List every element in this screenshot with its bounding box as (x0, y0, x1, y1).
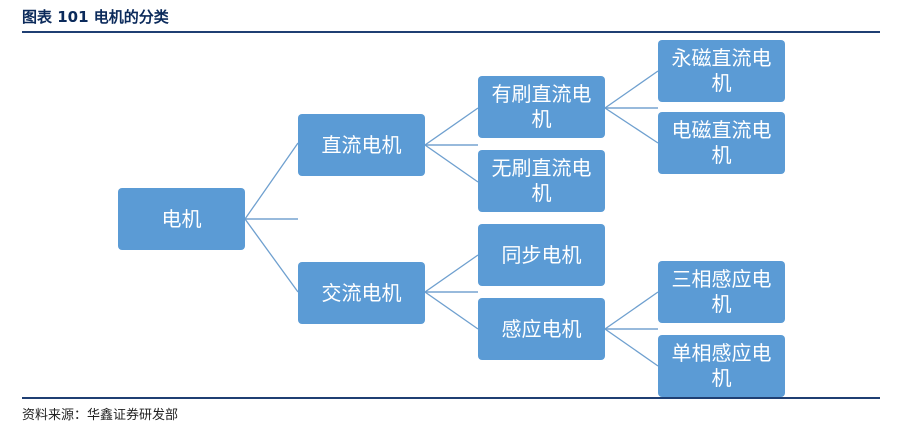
source-note: 资料来源：华鑫证券研发部 (22, 408, 179, 423)
connector-ac-induction (422, 291, 479, 330)
bottom-rule (22, 397, 880, 399)
node-single-phase-induction-motor: 单相感应电机 (658, 335, 785, 397)
node-three-phase-induction-motor: 三相感应电机 (658, 261, 785, 323)
connector-induction-single (602, 328, 659, 367)
top-rule (22, 31, 880, 33)
connector-brushed-pm (602, 70, 659, 109)
connector-root-dc (243, 142, 299, 220)
figure-title: 图表 101 电机的分类 (22, 8, 169, 26)
connector-brushed-em (602, 107, 659, 144)
node-permanent-magnet-dc-motor: 永磁直流电机 (658, 40, 785, 102)
connector-ac-sync (422, 254, 479, 293)
connector-dc-brushless (422, 144, 479, 183)
connector-induction-three (602, 291, 659, 330)
node-dc-motor: 直流电机 (298, 114, 425, 176)
node-brushless-dc-motor: 无刷直流电机 (478, 150, 605, 212)
node-ac-motor: 交流电机 (298, 262, 425, 324)
node-motor: 电机 (118, 188, 245, 250)
node-synchronous-motor: 同步电机 (478, 224, 605, 286)
node-brushed-dc-motor: 有刷直流电机 (478, 76, 605, 138)
connector-root-ac (243, 218, 299, 293)
connector-dc-brushed (422, 107, 479, 146)
node-electromagnetic-dc-motor: 电磁直流电机 (658, 112, 785, 174)
node-induction-motor: 感应电机 (478, 298, 605, 360)
